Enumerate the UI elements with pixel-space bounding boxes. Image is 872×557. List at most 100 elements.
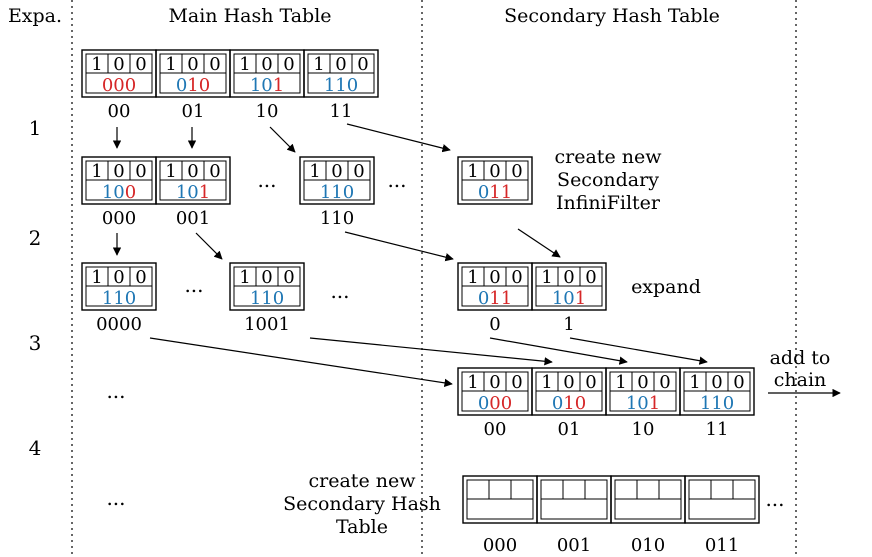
bit-value: 0 — [135, 267, 146, 288]
bit-value: 0 — [113, 54, 124, 75]
header-expansion: Expa. — [8, 5, 62, 27]
fingerprint: 101 — [250, 75, 284, 96]
ellipsis: ... — [106, 486, 125, 510]
slot-address: 0 — [489, 314, 500, 335]
note-create-secondary-table: Secondary Hash — [283, 493, 441, 515]
bit-value: 0 — [585, 267, 596, 288]
header-main-hash-table: Main Hash Table — [168, 5, 331, 27]
slot-address: 10 — [632, 419, 655, 440]
bit-value: 1 — [239, 267, 250, 288]
bit-value: 1 — [467, 161, 478, 182]
note-add-to-chain: chain — [774, 369, 827, 391]
slot-frame — [303, 49, 379, 98]
bit-value: 1 — [309, 161, 320, 182]
arrow — [569, 337, 708, 365]
bit-value: 0 — [357, 54, 368, 75]
bit-value: 0 — [209, 161, 220, 182]
bit-value: 1 — [165, 54, 176, 75]
fingerprint: 011 — [478, 288, 512, 309]
ellipsis: ... — [257, 168, 276, 192]
slot-frame — [679, 367, 755, 416]
arrow — [309, 337, 553, 366]
arrow — [149, 337, 453, 388]
arrow — [517, 228, 561, 258]
arrows — [112, 123, 841, 398]
bit-value: 1 — [615, 372, 626, 393]
new-table-address: 001 — [557, 535, 591, 556]
bit-value: 0 — [331, 161, 342, 182]
slot-address: 00 — [484, 419, 507, 440]
bit-value: 0 — [283, 267, 294, 288]
header-secondary-hash-table: Secondary Hash Table — [504, 5, 720, 27]
bit-value: 0 — [489, 161, 500, 182]
expansion-number: 2 — [29, 226, 42, 250]
bit-value: 0 — [511, 372, 522, 393]
bit-value: 0 — [585, 372, 596, 393]
ellipsis: ... — [184, 273, 203, 297]
fingerprint: 110 — [320, 182, 354, 203]
bit-value: 1 — [91, 161, 102, 182]
bit-value: 1 — [541, 372, 552, 393]
slot-address: 10 — [256, 101, 279, 122]
fingerprint: 010 — [176, 75, 210, 96]
fingerprint: 110 — [250, 288, 284, 309]
new-table-empty-slot — [684, 475, 760, 524]
new-table-address: 011 — [705, 535, 739, 556]
slot-frame — [457, 156, 533, 205]
bit-value: 1 — [689, 372, 700, 393]
arrow — [346, 123, 451, 153]
ellipsis: ... — [765, 487, 784, 511]
bit-value: 0 — [733, 372, 744, 393]
bit-value: 0 — [187, 161, 198, 182]
bit-value: 1 — [541, 267, 552, 288]
bit-value: 0 — [563, 267, 574, 288]
bit-value: 0 — [187, 54, 198, 75]
fingerprint: 100 — [102, 182, 136, 203]
bit-value: 0 — [209, 54, 220, 75]
slot-address: 11 — [330, 101, 353, 122]
bit-value: 0 — [511, 267, 522, 288]
expansion-number: 3 — [29, 331, 42, 355]
slot-address: 0000 — [96, 314, 142, 335]
slot-frame — [81, 262, 157, 311]
new-table-address: 010 — [631, 535, 665, 556]
bit-value: 0 — [261, 267, 272, 288]
bit-value: 0 — [113, 161, 124, 182]
note-expand: expand — [631, 276, 701, 298]
bit-value: 0 — [283, 54, 294, 75]
note-create-secondary-table: create new — [309, 470, 417, 492]
slot-address: 01 — [182, 101, 205, 122]
fingerprint: 101 — [552, 288, 586, 309]
slot-frame — [155, 156, 231, 205]
bit-value: 0 — [261, 54, 272, 75]
bit-value: 0 — [335, 54, 346, 75]
bit-value: 0 — [659, 372, 670, 393]
bit-value: 1 — [91, 267, 102, 288]
bit-value: 1 — [467, 267, 478, 288]
arrow — [269, 126, 296, 153]
expansion-number: 4 — [29, 436, 42, 460]
bit-value: 1 — [467, 372, 478, 393]
bit-value: 0 — [135, 54, 146, 75]
slot-address: 1 — [563, 314, 574, 335]
bit-value: 0 — [489, 267, 500, 288]
fingerprint: 010 — [552, 393, 586, 414]
bit-value: 0 — [353, 161, 364, 182]
arrow — [195, 232, 223, 260]
bit-value: 0 — [563, 372, 574, 393]
bit-value: 1 — [91, 54, 102, 75]
fingerprint: 101 — [176, 182, 210, 203]
slot-frame — [531, 262, 607, 311]
fingerprint: 110 — [102, 288, 136, 309]
